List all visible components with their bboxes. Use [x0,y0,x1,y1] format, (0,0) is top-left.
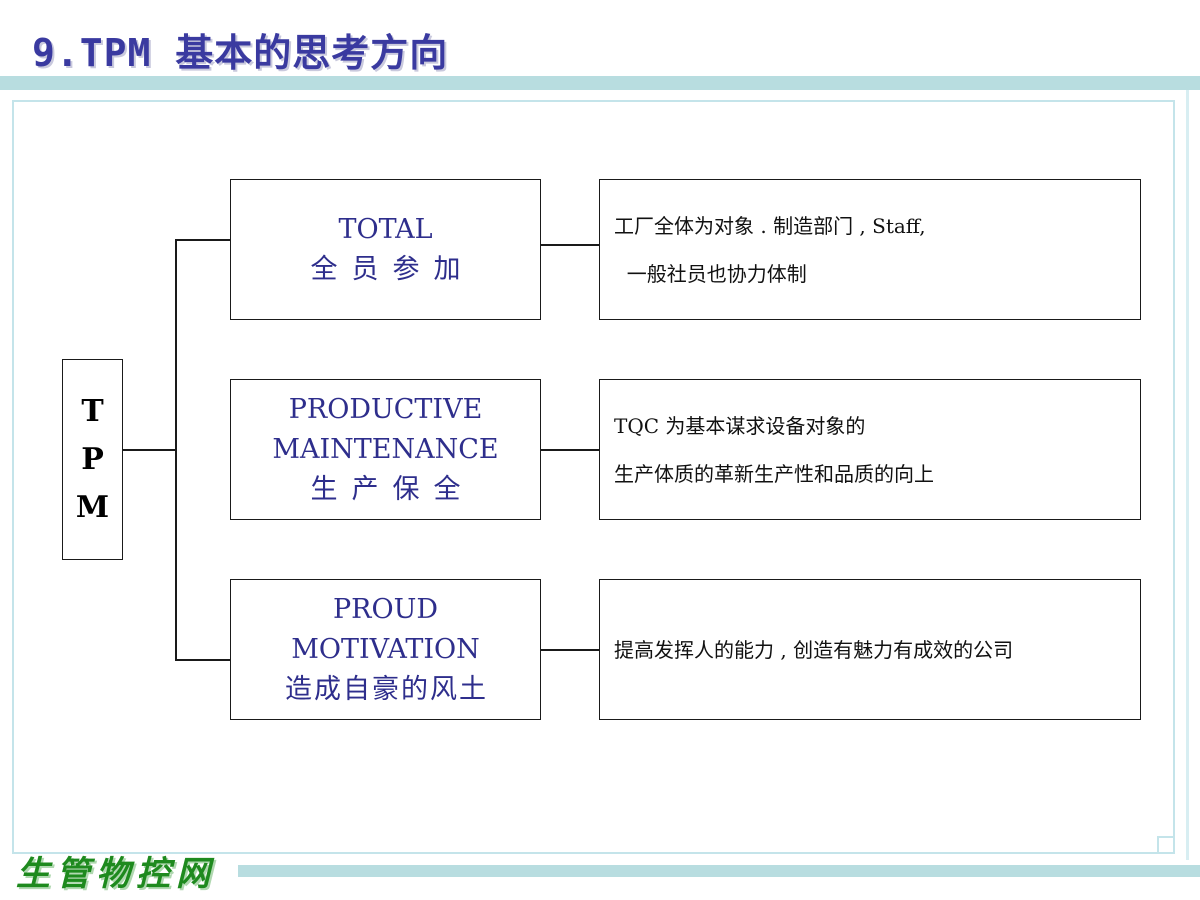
frame-right-edge [1186,90,1189,860]
description-line: 提高发挥人的能力 , 创造有魅力有成效的公司 [614,637,1014,662]
slide-title: 9.TPM 基本的思考方向 [32,31,449,75]
description-box-proud-motivation: 提高发挥人的能力 , 创造有魅力有成效的公司 [599,579,1141,720]
concept-en: PROUD [332,593,439,625]
connector-branch-3 [175,659,231,661]
description-line: 工厂全体为对象 . 制造部门 , Staff, [614,213,926,238]
connector-tpm-trunk [123,449,176,451]
tpm-box: T P M [62,359,123,560]
concept-box-total: TOTAL 全员参加 [230,179,541,320]
site-logo: 生管物控网 [16,853,216,894]
concept-box-productive-maintenance: PRODUCTIVE MAINTENANCE 生产保全 [230,379,541,520]
concept-cn: 生产保全 [310,473,475,505]
tpm-letter-m: M [75,489,110,525]
description-line: 生产体质的革新生产性和品质的向上 [614,461,934,486]
tpm-letter-p: P [81,441,104,477]
concept-en: MOTIVATION [291,633,480,665]
connector-branch-1 [175,239,231,241]
concept-box-proud-motivation: PROUD MOTIVATION 造成自豪的风土 [230,579,541,720]
concept-en: MAINTENANCE [272,433,499,465]
title-underline-bar [0,76,1200,90]
description-line: 一般社员也协力体制 [614,261,807,286]
description-box-productive-maintenance: TQC 为基本谋求设备对象的 生产体质的革新生产性和品质的向上 [599,379,1141,520]
connector-row-3 [541,649,600,651]
frame-corner-notch [1157,836,1173,852]
concept-cn: 造成自豪的风土 [285,673,488,705]
connector-row-1 [541,244,600,246]
description-box-total: 工厂全体为对象 . 制造部门 , Staff, 一般社员也协力体制 [599,179,1141,320]
connector-row-2 [541,449,600,451]
concept-en: TOTAL [338,213,433,245]
footer-bar [238,865,1200,877]
concept-cn: 全员参加 [310,253,475,285]
concept-en: PRODUCTIVE [288,393,483,425]
description-line: TQC 为基本谋求设备对象的 [614,413,866,438]
content-frame [12,100,1175,854]
connector-vertical-spine [175,239,177,660]
tpm-letter-t: T [81,393,104,429]
